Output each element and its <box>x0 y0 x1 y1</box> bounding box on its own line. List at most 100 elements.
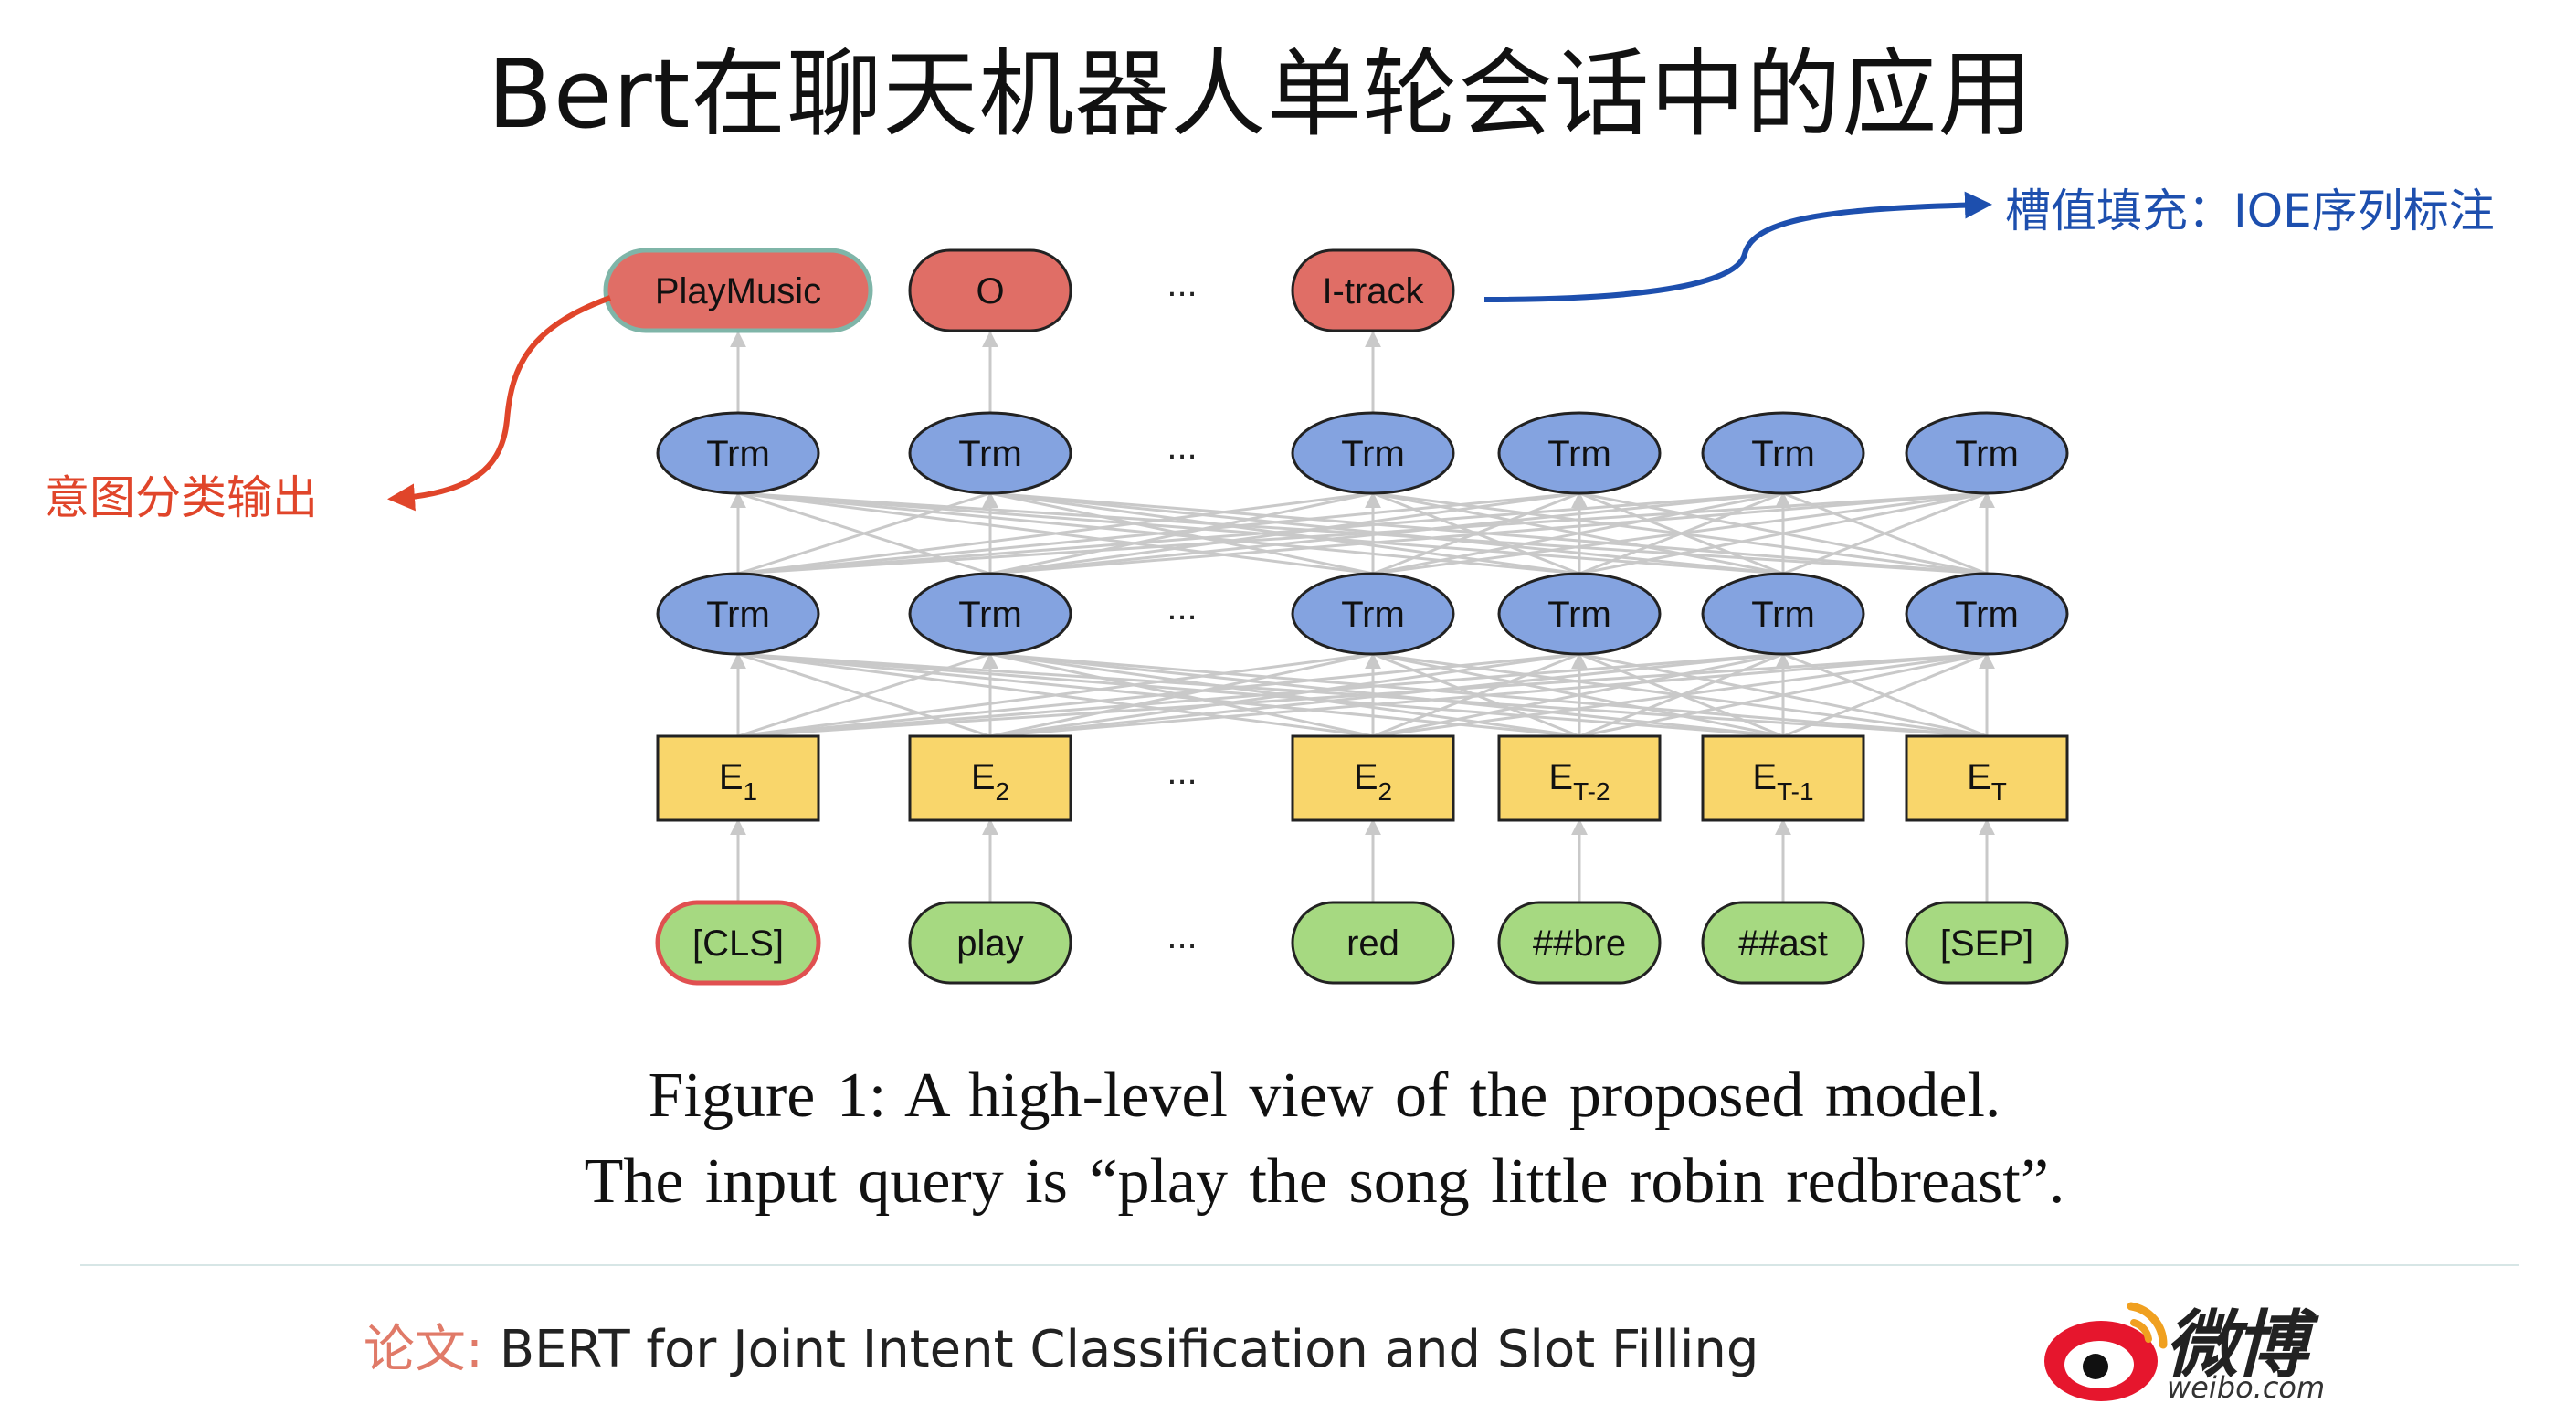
embedding-trm-cross-line <box>737 652 1784 738</box>
trm-node-label: Trm <box>1547 595 1611 635</box>
trm-trm-cross-line <box>737 491 1988 575</box>
embedding-subscript: 1 <box>744 777 758 806</box>
trm-node: Trm <box>908 411 1072 495</box>
trm-node-shape <box>656 572 820 656</box>
trm-trm-cross-line <box>1372 491 1784 575</box>
weibo-logo-icon <box>2044 1302 2168 1401</box>
trm-node: Trm <box>1905 411 2069 495</box>
trm-node-label: Trm <box>1547 434 1611 474</box>
trm-node-shape <box>656 411 820 495</box>
connection-lines <box>730 331 1995 902</box>
input-token-label: play <box>956 923 1023 964</box>
embedding-node-shape <box>908 734 1072 822</box>
input-token-label: [SEP] <box>1940 923 2033 964</box>
trm-node-label: Trm <box>1751 595 1815 635</box>
trm-node-shape <box>908 411 1072 495</box>
embedding-node-shape <box>1905 734 2069 822</box>
embedding-node: ET-1 <box>1701 734 1865 822</box>
embedding-node: ET <box>1905 734 2069 822</box>
input-token-node: red <box>1291 901 1455 985</box>
trm-node: Trm <box>1497 411 1662 495</box>
embedding-node: ET-2 <box>1497 734 1662 822</box>
embedding-trm-cross-line <box>737 652 1988 738</box>
trm-node: Trm <box>908 572 1072 656</box>
trm-node-shape <box>1497 572 1662 656</box>
embedding-node-shape <box>1291 734 1455 822</box>
embedding-trm-cross-line <box>989 652 1580 738</box>
input-token-label: ##bre <box>1533 923 1626 964</box>
embedding-trm-cross-line <box>989 652 1988 738</box>
trm-node-label: Trm <box>706 434 770 474</box>
trm-trm-cross-line <box>737 491 1580 575</box>
trm-node-label: Trm <box>1955 595 2019 635</box>
ellipsis-marker: ... <box>1167 264 1197 304</box>
output-node: O <box>908 248 1072 332</box>
trm-node-shape <box>908 572 1072 656</box>
embedding-node: E1 <box>656 734 820 822</box>
figure-caption-line-1: Figure 1: A high-level view of the propo… <box>648 1060 2001 1131</box>
trm-node-label: Trm <box>1955 434 2019 474</box>
trm-node: Trm <box>1497 572 1662 656</box>
input-token-shape <box>1701 901 1865 985</box>
embedding-subscript: T <box>1991 777 2007 806</box>
trm-trm-cross-line <box>737 491 991 575</box>
input-token-node: [SEP] <box>1905 901 2069 985</box>
weibo-logo-text: 微博 <box>2165 1303 2307 1388</box>
trm-node-shape <box>1905 572 2069 656</box>
trm-node: Trm <box>656 411 820 495</box>
embedding-subscript: 2 <box>1378 777 1393 806</box>
input-token-node: [CLS] <box>655 900 821 986</box>
trm-node-shape <box>1291 572 1455 656</box>
embedding-trm-cross-line <box>737 652 1374 738</box>
embedding-trm-cross-line <box>737 652 991 738</box>
trm-node-label: Trm <box>958 595 1022 635</box>
output-node-label: I-track <box>1322 271 1424 311</box>
output-node: I-track <box>1291 248 1455 332</box>
trm-trm-cross-line <box>989 491 1784 575</box>
trm-node-shape <box>1905 411 2069 495</box>
weibo-logo-domain: weibo.com <box>2167 1370 2326 1405</box>
intent-annotation-label: 意图分类输出 <box>44 471 318 524</box>
intent-annotation-arrow <box>387 295 612 512</box>
input-token-node: ##bre <box>1497 901 1662 985</box>
trm-trm-cross-line <box>1372 491 1988 575</box>
input-token-node: play <box>908 901 1072 985</box>
embedding-node: E2 <box>908 734 1072 822</box>
slot-annotation-arrow <box>1483 191 1992 302</box>
embedding-subscript: 2 <box>996 777 1010 806</box>
trm-trm-cross-line <box>737 491 1374 575</box>
trm-node-label: Trm <box>706 595 770 635</box>
trm-node-shape <box>1497 411 1662 495</box>
output-node-shape <box>603 248 873 333</box>
paper-title[interactable]: BERT for Joint Intent Classification and… <box>499 1320 1759 1379</box>
input-token-label: ##ast <box>1738 923 1828 964</box>
trm-node: Trm <box>656 572 820 656</box>
embedding-trm-cross-line <box>1578 652 1988 738</box>
trm-node-label: Trm <box>958 434 1022 474</box>
trm-node-label: Trm <box>1341 434 1405 474</box>
trm-trm-cross-line <box>989 491 1580 575</box>
output-node-label: O <box>976 271 1004 311</box>
ellipsis-marker: ... <box>1167 916 1197 956</box>
output-node-shape <box>908 248 1072 332</box>
embedding-node-shape <box>1497 734 1662 822</box>
trm-node-shape <box>1291 411 1455 495</box>
output-node-shape <box>1291 248 1455 332</box>
figure-caption-line-2: The input query is “play the song little… <box>584 1146 2065 1217</box>
ellipsis-marker: ... <box>1167 752 1197 792</box>
trm-node-label: Trm <box>1341 595 1405 635</box>
trm-trm-cross-line <box>1782 491 1988 575</box>
input-token-shape <box>1497 901 1662 985</box>
input-token-shape <box>1905 901 2069 985</box>
paper-reference: 论文: BERT for Joint Intent Classification… <box>364 1308 1758 1382</box>
embedding-node-shape <box>1701 734 1865 822</box>
trm-node-shape <box>1701 572 1865 656</box>
embedding-trm-cross-line <box>1372 652 1988 738</box>
embedding-trm-cross-line <box>989 652 1374 738</box>
embedding-trm-cross-line <box>737 652 1580 738</box>
input-token-shape <box>655 900 821 986</box>
trm-node: Trm <box>1701 411 1865 495</box>
embedding-trm-cross-line <box>1372 652 1784 738</box>
footer-divider <box>80 1264 2519 1266</box>
